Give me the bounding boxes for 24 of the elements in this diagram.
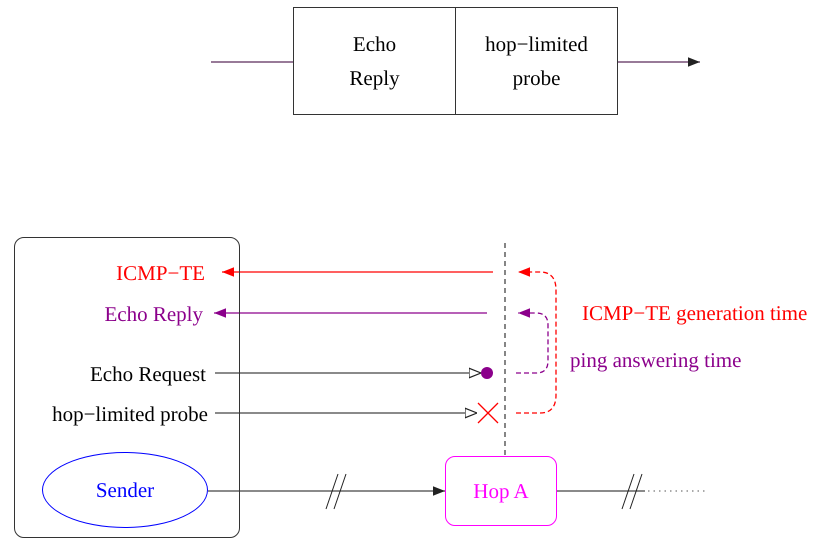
arrow bbox=[618, 57, 700, 67]
arrow bbox=[215, 368, 482, 378]
message-label: Echo Reply bbox=[40, 297, 203, 331]
message-label: ICMP−TE bbox=[60, 256, 205, 290]
arrow bbox=[214, 308, 487, 318]
sender-ellipse bbox=[42, 452, 208, 528]
drop-cross bbox=[477, 402, 499, 424]
arrow bbox=[222, 267, 493, 277]
delivery-dot bbox=[481, 367, 493, 379]
arrow bbox=[215, 408, 478, 418]
message-label: Echo Request bbox=[30, 357, 206, 391]
node-label: Hop A bbox=[473, 478, 529, 505]
arrow bbox=[208, 474, 445, 510]
node-label: hop−limited probe bbox=[484, 31, 589, 92]
node-label: Echo Reply bbox=[348, 31, 401, 92]
packet-field bbox=[455, 7, 618, 115]
timing-label: ICMP−TE generation time bbox=[582, 300, 808, 327]
node-label: Sender bbox=[96, 477, 154, 504]
arrow bbox=[557, 474, 706, 510]
packet-field bbox=[293, 7, 456, 115]
timing-label: ping answering time bbox=[570, 347, 742, 374]
hop-box bbox=[445, 456, 557, 526]
sender-panel bbox=[14, 237, 240, 538]
message-label: hop−limited probe bbox=[20, 397, 208, 431]
